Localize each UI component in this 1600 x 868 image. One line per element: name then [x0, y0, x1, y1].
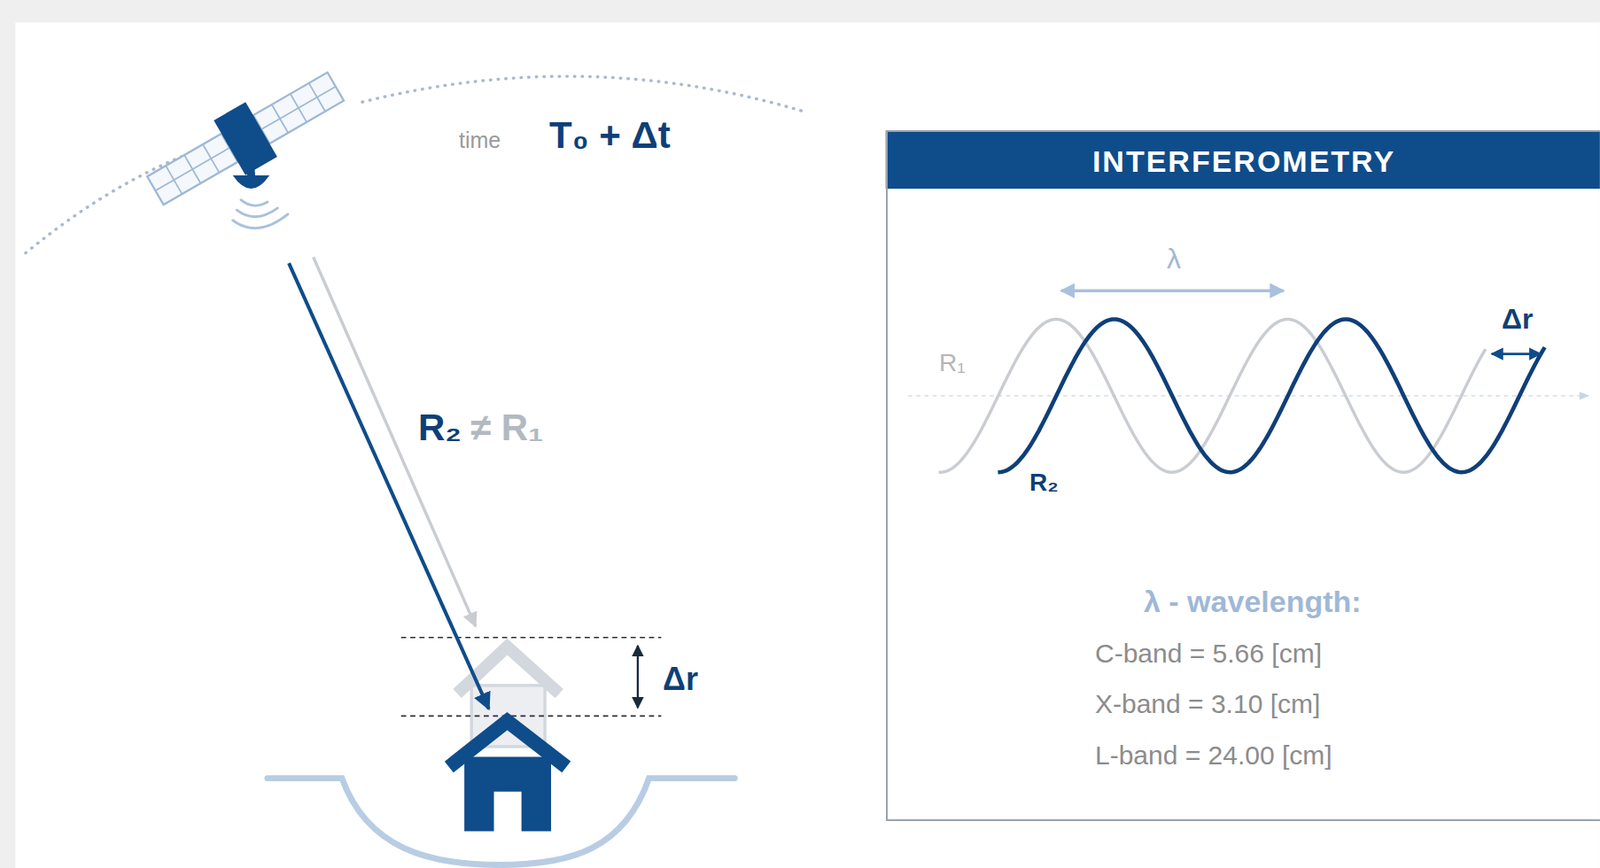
wave-axis: [908, 395, 1587, 397]
band-value: X-band = 3.10 [cm]: [1095, 689, 1321, 721]
range-line-r1: [313, 256, 476, 627]
satellite-mount: [247, 163, 256, 176]
wavelength-heading: λ - wavelength:: [1143, 584, 1362, 620]
range-label: R₂: [418, 406, 462, 450]
signal-waves: [233, 200, 288, 229]
wave-label: R₁: [939, 349, 966, 378]
house-before: [457, 646, 560, 747]
wavelength-symbol: λ: [1166, 242, 1181, 276]
phase-shift-arrow: [1491, 352, 1541, 356]
phase-shift-label: Δr: [1501, 302, 1533, 336]
time-value: T₀ + Δt: [549, 114, 671, 157]
satellite-dish: [233, 175, 270, 189]
panel-title: INTERFEROMETRY: [887, 132, 1600, 191]
level-line: [401, 715, 662, 718]
band-value: L-band = 24.00 [cm]: [1095, 740, 1333, 772]
displacement-arrow: [636, 645, 639, 708]
wave-label: R₂: [1029, 468, 1059, 498]
wavelength-arrow: [1061, 288, 1284, 292]
wave-axis-head: [1579, 391, 1591, 400]
white-ground: [15, 22, 1600, 868]
orbit-path: [362, 76, 807, 113]
displacement-label: Δr: [662, 660, 699, 698]
range-label: ≠ R₁: [470, 406, 544, 450]
house-after: [449, 721, 567, 832]
range-line-r2: [288, 263, 490, 709]
wave-r2: [997, 318, 1545, 473]
band-value: C-band = 5.66 [cm]: [1095, 638, 1322, 670]
level-line: [401, 636, 662, 639]
time-label: time: [458, 127, 501, 154]
satellite: [139, 59, 352, 218]
